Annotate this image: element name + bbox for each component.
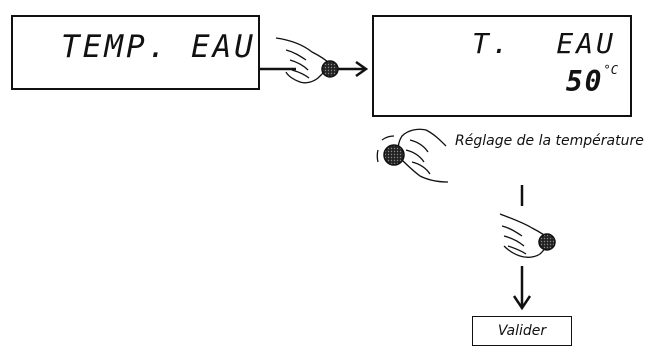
lcd-screen-setting: T. EAU 50°C [372, 15, 632, 117]
validate-button-label: Valider [497, 323, 547, 339]
arrow-down-icon [512, 266, 532, 311]
lcd-label-t: T. [472, 27, 512, 60]
validate-button[interactable]: Valider [472, 316, 572, 346]
hand-rotating-knob-icon [376, 128, 449, 183]
lcd-screen-initial: TEMP. EAU [11, 15, 260, 90]
lcd-temperature-value: 50°C [565, 63, 618, 98]
adjust-temperature-caption: Réglage de la température [455, 133, 644, 149]
hand-pressing-knob-icon [499, 213, 556, 258]
lcd-menu-text: TEMP. EAU [61, 29, 256, 65]
arrow-right-icon [338, 60, 369, 78]
temperature-number: 50 [565, 65, 604, 98]
temperature-unit: °C [603, 63, 618, 77]
hand-pressing-knob-icon [275, 37, 339, 84]
lcd-label-eau: EAU [556, 27, 616, 60]
